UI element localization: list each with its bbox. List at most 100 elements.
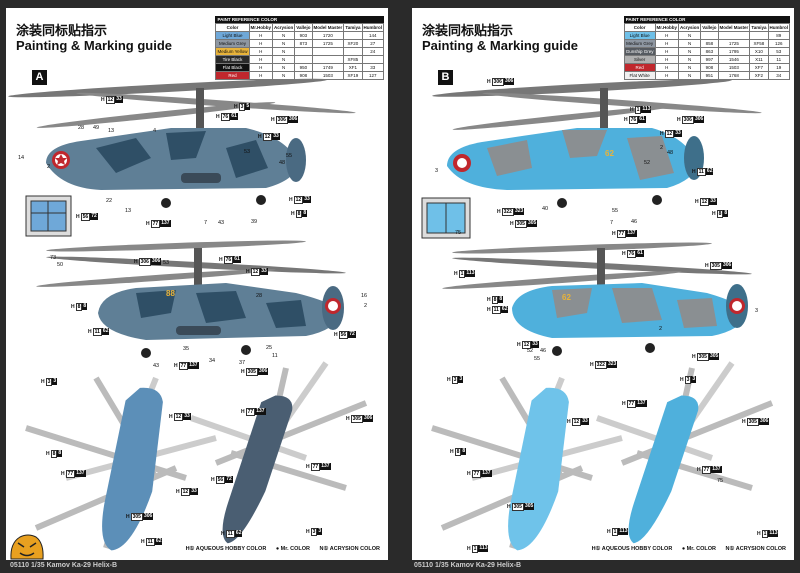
callout-value: 3 xyxy=(458,376,464,383)
callout-value: 62 xyxy=(500,306,509,313)
callout-value: 137 xyxy=(320,463,331,470)
decal-number: 52 xyxy=(527,348,534,354)
callout-code: 12 xyxy=(664,129,675,138)
callout-value: 8 xyxy=(461,448,467,455)
table-caption: PAINT REFERENCE COLOR xyxy=(215,16,384,23)
callout-prefix: H xyxy=(487,306,491,313)
callout-prefix: H xyxy=(169,413,173,420)
callout-value: 3 xyxy=(52,378,58,385)
callout-prefix: H xyxy=(61,470,65,477)
callout-prefix: H xyxy=(624,116,628,123)
callout-prefix: H xyxy=(447,376,451,383)
callout-value: 113 xyxy=(641,106,652,113)
decal-number: 7 xyxy=(610,220,614,226)
callout-prefix: H xyxy=(211,476,215,483)
callout-code: 305 xyxy=(514,219,527,228)
table-cell: 951 xyxy=(700,71,719,80)
footer-label-b: 05110 1/35 Kamov Ka-29 Helix-B xyxy=(414,562,522,569)
callout-prefix: H xyxy=(146,220,150,227)
table-cell: XF19 xyxy=(343,71,363,80)
callout-prefix: H xyxy=(467,470,471,477)
callout-value: 113 xyxy=(478,545,489,552)
callout-code: 11 xyxy=(145,537,155,546)
callout-value: 33 xyxy=(709,198,717,205)
callout-code: 8 xyxy=(454,447,462,456)
callout-code: 77 xyxy=(616,229,627,238)
color-swatch-cell: Flat White xyxy=(623,71,656,80)
callout-code: 306 xyxy=(681,115,694,124)
cockpit-window-inset xyxy=(25,195,72,237)
callout-code: 306 xyxy=(275,115,288,124)
callout-code: 305 xyxy=(709,261,722,270)
decal-number: 16 xyxy=(361,293,368,299)
decal-number: 28 xyxy=(78,125,85,131)
callout-code: 305 xyxy=(696,352,709,361)
helicopter-side-view-1: 62 xyxy=(432,79,762,208)
callout-code: 306 xyxy=(138,257,151,266)
callout-prefix: H xyxy=(692,168,696,175)
callout-code: 56 xyxy=(338,330,349,339)
scheme-letter: B xyxy=(438,70,453,85)
callout-code: 12 xyxy=(521,340,532,349)
callout-value: 137 xyxy=(626,230,637,237)
decal-number: 2 xyxy=(659,326,663,332)
callout-prefix: H xyxy=(510,220,514,227)
callout-prefix: H xyxy=(241,408,245,415)
callout-code: 322 xyxy=(501,207,514,216)
callout-prefix: H xyxy=(677,116,681,123)
callout-value: 5 xyxy=(245,103,251,110)
callout-prefix: H xyxy=(271,116,275,123)
callout-value: 137 xyxy=(636,400,647,407)
callout-prefix: H xyxy=(507,503,511,510)
callout-prefix: H xyxy=(680,376,684,383)
callout-code: 56 xyxy=(80,212,91,221)
helicopter-side-view-1 xyxy=(8,78,356,208)
callout-code: 3 xyxy=(684,375,692,384)
cockpit-window-inset xyxy=(421,197,471,239)
decal-number: 52 xyxy=(644,160,651,166)
callout-code: 12 xyxy=(250,267,261,276)
callout-value: 72 xyxy=(348,331,356,338)
callout-value: 306 xyxy=(693,116,705,123)
callout-value: 61 xyxy=(638,116,646,123)
tiger-logo xyxy=(10,534,44,560)
callout-prefix: H xyxy=(216,113,220,120)
color-swatch-cell: Red xyxy=(215,71,250,80)
callout-prefix: H xyxy=(71,303,75,310)
decal-number: 40 xyxy=(542,206,549,212)
callout-value: 8 xyxy=(82,303,88,310)
decal-number: 2 xyxy=(660,145,664,151)
decal-number: 11 xyxy=(272,353,278,359)
callout-prefix: H xyxy=(697,466,701,473)
callout-prefix: H xyxy=(742,418,746,425)
decal-number: 48 xyxy=(667,150,674,156)
callout-value: 61 xyxy=(230,113,238,120)
callout-prefix: H xyxy=(219,256,223,263)
decal-number: 37 xyxy=(239,360,246,366)
callout-prefix: H xyxy=(134,258,138,265)
color-legend: H① AQUEOUS HOBBY COLOR ● Mr. COLOR N① AC… xyxy=(584,546,786,552)
decal-number: 22 xyxy=(106,198,113,204)
callout-value: 137 xyxy=(711,466,722,473)
